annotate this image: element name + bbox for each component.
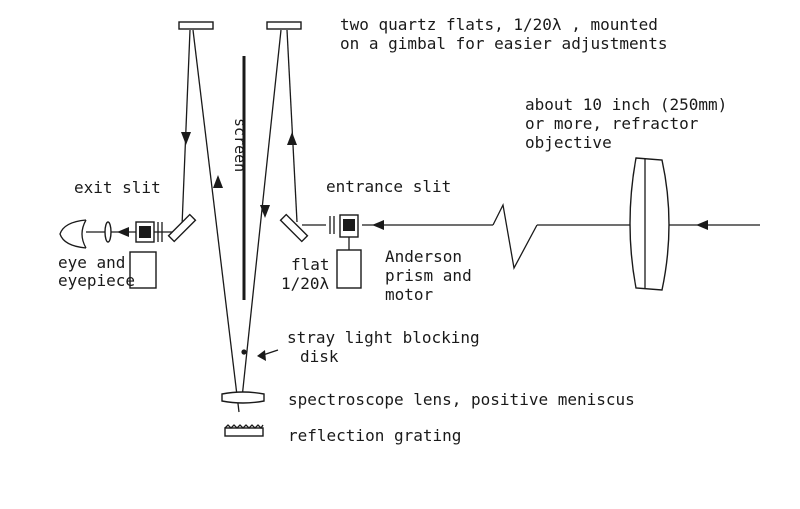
exit-flat xyxy=(167,213,197,243)
ray-flat-to-top-right xyxy=(286,29,298,223)
label-reflection-grating: reflection grating xyxy=(288,426,461,445)
label-screen: screen xyxy=(231,118,249,172)
label-anderson-2: prism and xyxy=(385,266,472,285)
arrow-up-right xyxy=(287,132,297,145)
spectroscope-lens xyxy=(221,391,265,404)
label-spectroscope-lens: spectroscope lens, positive meniscus xyxy=(288,390,635,409)
label-anderson-3: motor xyxy=(385,285,434,304)
stray-pointer-line xyxy=(259,349,279,357)
quartz-flat-right xyxy=(266,21,302,30)
label-anderson-1: Anderson xyxy=(385,247,462,266)
label-quartz-flats-2: on a gimbal for easier adjustments xyxy=(340,34,668,53)
arrow-to-eye xyxy=(117,227,129,237)
label-flat-1: flat xyxy=(291,255,330,274)
eyepiece-lens xyxy=(104,221,112,243)
label-flat-2: 1/20λ xyxy=(281,274,330,293)
arrowheads xyxy=(117,132,708,361)
refractor-objective xyxy=(629,157,670,291)
eyepiece-assembly xyxy=(104,221,157,289)
ray-top-right-to-lens xyxy=(241,29,282,399)
label-entrance-slit: entrance slit xyxy=(326,177,451,196)
label-stray-1: stray light blocking xyxy=(287,328,480,347)
ray-grating-to-top-left xyxy=(192,29,240,413)
arrow-up-middle xyxy=(213,175,223,188)
arrow-incoming xyxy=(696,220,708,230)
exit-slit xyxy=(157,222,163,242)
grating-teeth xyxy=(224,424,264,430)
label-objective-2: or more, refractor xyxy=(525,114,699,133)
arrow-down-middle xyxy=(260,205,270,218)
anderson-prism-and-motor xyxy=(336,214,362,289)
entrance-flat xyxy=(279,213,309,243)
label-eye-2: eyepiece xyxy=(58,271,135,290)
label-exit-slit: exit slit xyxy=(74,178,161,197)
beam-zigzag xyxy=(492,202,538,270)
eye-icon xyxy=(59,219,87,249)
label-stray-2: disk xyxy=(300,347,339,366)
stray-light-disk xyxy=(241,349,247,355)
entrance-slit xyxy=(329,216,335,234)
arrow-down-left xyxy=(181,132,191,145)
label-objective-1: about 10 inch (250mm) xyxy=(525,95,727,114)
arrow-to-prism xyxy=(372,220,384,230)
label-eye-1: eye and xyxy=(58,253,125,272)
quartz-flat-left xyxy=(178,21,214,30)
ray-paths xyxy=(86,29,760,413)
label-quartz-flats-1: two quartz flats, 1/20λ , mounted xyxy=(340,15,658,34)
label-objective-3: objective xyxy=(525,133,612,152)
reflection-grating xyxy=(224,427,264,437)
ray-top-left-to-exit-flat xyxy=(181,29,191,227)
